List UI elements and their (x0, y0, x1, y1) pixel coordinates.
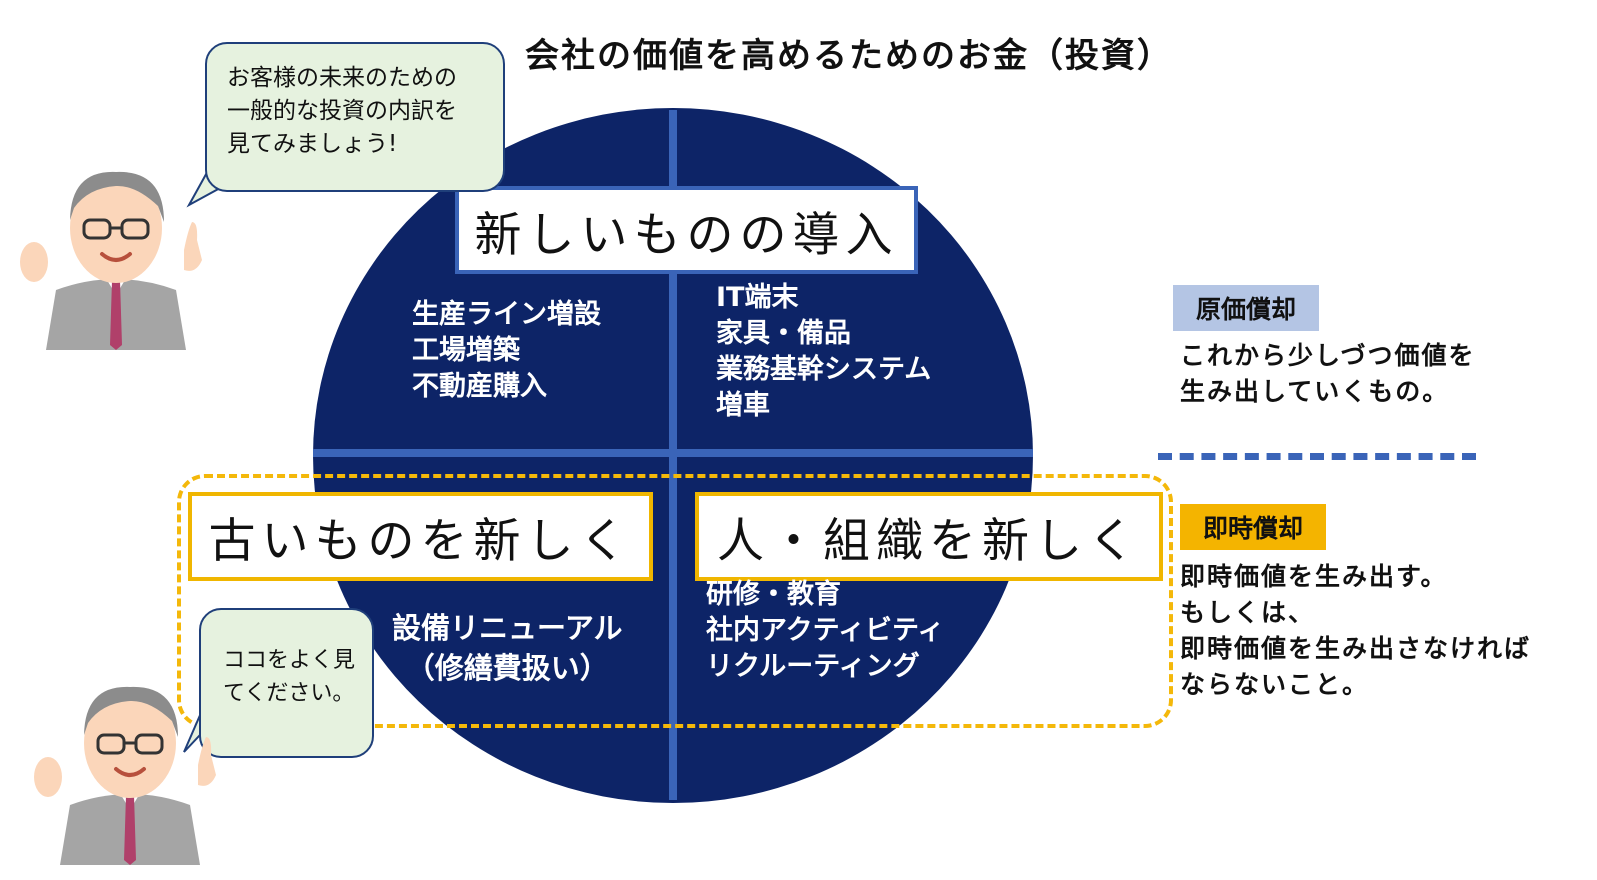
legend-instant-description: 即時価値を生み出す。 もしくは、 即時価値を生み出さなければ ならないこと。 (1180, 559, 1531, 703)
list-item: （修繕費扱い） (405, 651, 609, 685)
legend-line: 生み出していくもの。 (1180, 377, 1450, 406)
legend-line: もしくは、 (1180, 598, 1316, 627)
bottom-left-items: 設備リニューアル （修繕費扱い） (392, 608, 623, 688)
label-renew-old: 古いものを新しく (188, 492, 653, 581)
legend-instant-label: 即時償却 (1180, 504, 1326, 550)
speech-bubble-bottom: ココをよく見 てください。 (199, 608, 374, 758)
bottom-right-items: 研修・教育 社内アクティビティ リクルーティング (706, 577, 944, 685)
legend-line: ならないこと。 (1180, 670, 1370, 699)
legend-depreciation-description: これから少しづつ価値を 生み出していくもの。 (1180, 338, 1476, 410)
businessman-icon (34, 686, 216, 865)
speech-line: 見てみましょう! (227, 131, 398, 157)
list-item: 工場増築 (412, 335, 520, 366)
legend-line: これから少しづつ価値を (1180, 341, 1476, 370)
page-title: 会社の価値を高めるためのお金（投資） (525, 36, 1173, 76)
list-item: 社内アクティビティ (706, 615, 945, 646)
speech-line: てください。 (223, 681, 355, 706)
label-renew-people: 人・組織を新しく (695, 492, 1163, 581)
list-item: リクルーティング (706, 651, 920, 682)
legend-line: 即時価値を生み出さなければ (1180, 634, 1532, 663)
list-item: 研修・教育 (706, 579, 841, 610)
list-item: 業務基幹システム (716, 354, 932, 385)
speech-bubble-top: お客様の未来のための 一般的な投資の内訳を 見てみましょう! (205, 42, 505, 192)
top-left-items: 生産ライン増設 工場増築 不動産購入 (412, 297, 601, 405)
list-item: 生産ライン増設 (412, 299, 601, 330)
legend-line: 即時価値を生み出す。 (1180, 562, 1448, 591)
label-new-introduction: 新しいものの導入 (455, 186, 918, 274)
speech-line: ココをよく見 (223, 648, 356, 673)
legend-depreciation-label: 原価償却 (1173, 285, 1319, 331)
list-item: IT端末 (716, 282, 799, 313)
speech-line: お客様の未来のための (227, 65, 457, 91)
top-right-items: IT端末 家具・備品 業務基幹システム 増車 (716, 280, 931, 424)
businessman-icon (20, 171, 202, 350)
list-item: 不動産購入 (412, 371, 547, 402)
horizontal-divider (313, 449, 1033, 457)
instant-depreciation-highlight (177, 474, 1173, 728)
legend-separator (1158, 453, 1476, 460)
speech-line: 一般的な投資の内訳を (227, 98, 457, 124)
list-item: 設備リニューアル (392, 611, 623, 645)
list-item: 家具・備品 (716, 318, 851, 349)
list-item: 増車 (716, 390, 770, 421)
